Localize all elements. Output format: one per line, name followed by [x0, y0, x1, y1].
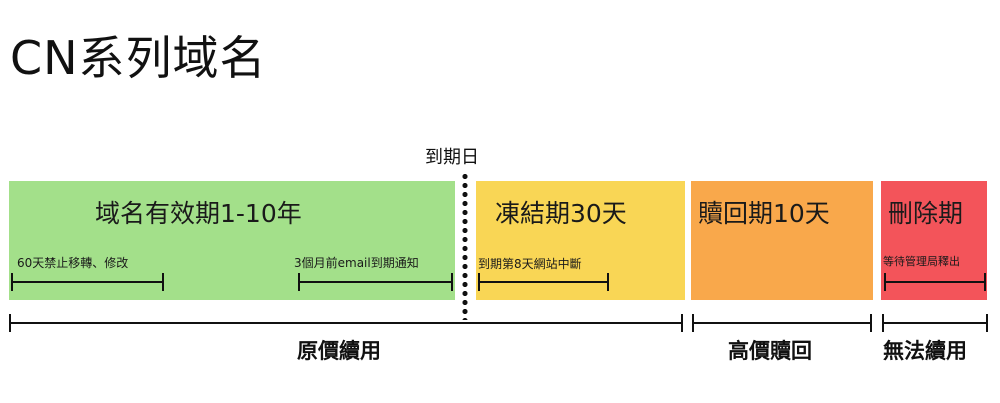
bracket-original-price: [9, 322, 683, 324]
range-tick: [884, 273, 886, 291]
expiry-date-label: 到期日: [425, 147, 479, 168]
note-email-notice: 3個月前email到期通知: [294, 256, 419, 270]
bracket-tick: [9, 314, 11, 332]
range-tick: [162, 273, 164, 291]
phase-redemption-period: [691, 181, 873, 300]
note-site-down: 到期第8天網站中斷: [478, 257, 582, 271]
bracket-tick: [681, 314, 683, 332]
range-bar-no-transfer: [11, 281, 164, 283]
renewal-high-label: 高價贖回: [728, 339, 812, 363]
bracket-tick: [986, 314, 988, 332]
bracket-tick: [692, 314, 694, 332]
renewal-original-label: 原價續用: [297, 339, 381, 363]
bracket-tick: [870, 314, 872, 332]
bracket-high-price: [692, 322, 872, 324]
note-registry-release: 等待管理局釋出: [883, 255, 960, 268]
phase-freeze-period: [476, 181, 685, 300]
page-title: CN系列域名: [10, 31, 267, 85]
phase-redemption-label: 贖回期10天: [698, 199, 830, 228]
phase-valid-label: 域名有效期1-10年: [95, 199, 302, 228]
range-tick: [478, 273, 480, 291]
range-tick: [11, 273, 13, 291]
note-no-transfer: 60天禁止移轉、修改: [17, 256, 129, 270]
range-tick: [607, 273, 609, 291]
range-bar-site-down: [478, 281, 609, 283]
range-tick: [451, 273, 453, 291]
range-bar-registry-release: [884, 281, 986, 283]
bracket-no-renewal: [882, 322, 988, 324]
expiry-dotted-line: [462, 172, 468, 320]
renewal-none-label: 無法續用: [883, 339, 967, 363]
bracket-tick: [882, 314, 884, 332]
phase-freeze-label: 凍結期30天: [495, 199, 627, 228]
phase-valid-period: [9, 181, 455, 300]
range-bar-email-notice: [298, 281, 453, 283]
range-tick: [298, 273, 300, 291]
phase-deletion-label: 刪除期: [888, 199, 964, 228]
range-tick: [984, 273, 986, 291]
phase-deletion-period: [881, 181, 987, 300]
